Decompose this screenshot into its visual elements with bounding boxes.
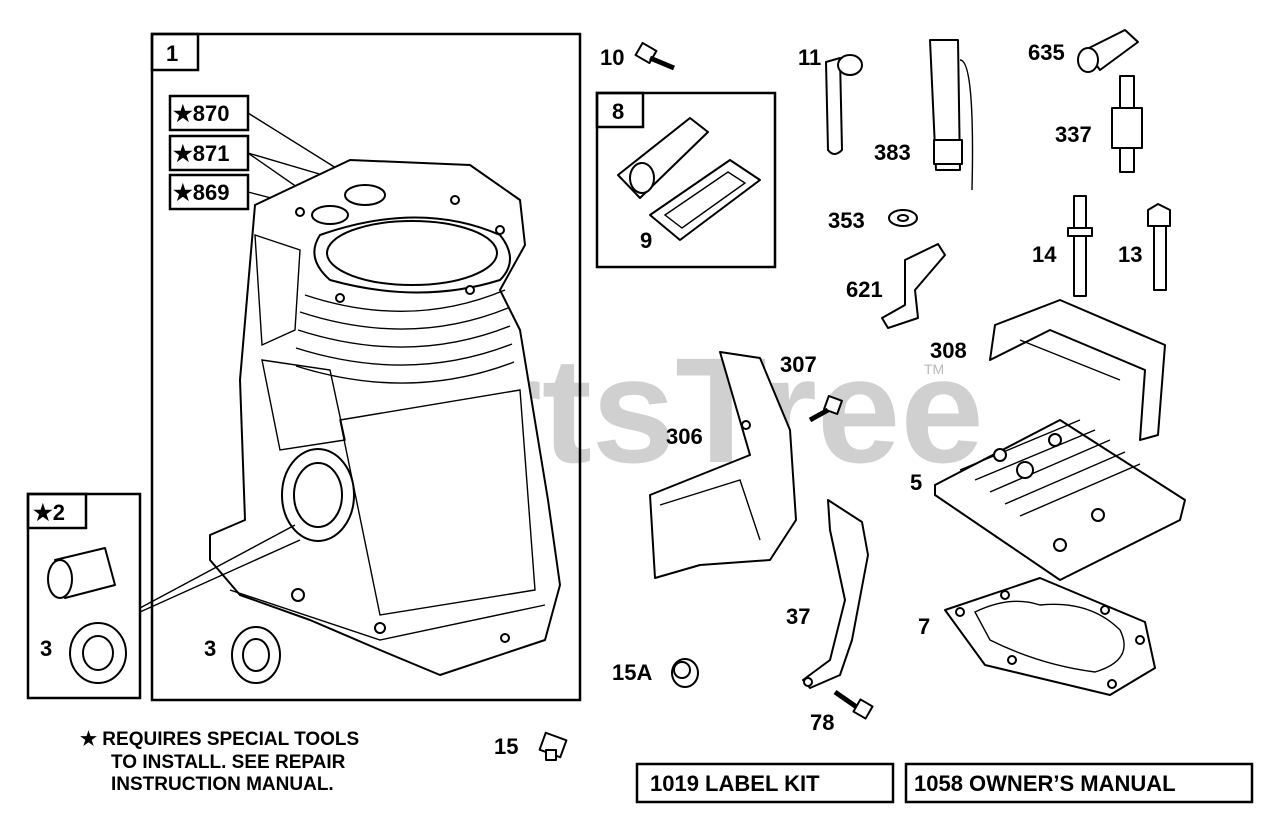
callout-869[interactable]: ★869 [173,180,229,205]
callout-3-kit[interactable]: 3 [40,636,52,661]
callout-635[interactable]: 635 [1028,40,1065,65]
callout-306[interactable]: 306 [666,424,703,449]
bracket-621[interactable] [881,243,946,329]
plug-15[interactable] [538,731,568,761]
screw-10[interactable] [634,41,675,71]
leader-kit-2 [139,539,301,613]
spark-plug-boot-635[interactable] [1077,29,1139,73]
note-line-2: TO INSTALL. SEE REPAIR [111,752,346,773]
breather-part[interactable] [617,117,709,199]
label-kit-text[interactable]: 1019 LABEL KIT [650,771,820,796]
stud-14[interactable] [1067,195,1093,297]
callout-13[interactable]: 13 [1118,242,1142,267]
spark-plug-337[interactable] [1111,75,1143,173]
shield-308[interactable] [989,299,1166,441]
callout-78[interactable]: 78 [810,710,834,735]
callout-307[interactable]: 307 [780,352,817,377]
note-line-3: INSTRUCTION MANUAL. [111,774,334,795]
bearing-3-kit[interactable] [69,622,127,684]
callout-870[interactable]: ★870 [173,101,229,126]
leader-kit-1 [139,524,296,609]
callout-5[interactable]: 5 [910,470,922,495]
note-line-1: ★ REQUIRES SPECIAL TOOLS [80,729,359,750]
callout-353[interactable]: 353 [828,208,865,233]
callout-337[interactable]: 337 [1055,122,1092,147]
head-gasket-7[interactable] [944,577,1156,696]
callout-8[interactable]: 8 [612,99,624,124]
block-frame [150,32,582,702]
washer-353[interactable] [888,209,918,227]
baffle-37[interactable] [802,499,869,689]
screw-307[interactable] [808,395,843,423]
owners-manual-text[interactable]: 1058 OWNER’S MANUAL [914,771,1176,796]
callout-10[interactable]: 10 [600,45,624,70]
block-callout-box [150,32,200,72]
callout-7[interactable]: 7 [918,614,930,639]
callout-308[interactable]: 308 [930,338,967,363]
plug-15a[interactable] [671,658,699,688]
cylinder-head-5[interactable] [934,419,1186,581]
bushing-part[interactable] [47,547,116,599]
bearing-kit-group: ★2 3 [26,492,301,700]
tool-383[interactable] [929,39,974,191]
breather-gasket-part[interactable] [649,159,761,241]
callout-621[interactable]: 621 [846,277,883,302]
callout-15a[interactable]: 15A [612,660,652,685]
callout-9[interactable]: 9 [640,228,652,253]
callout-37[interactable]: 37 [786,604,810,629]
callout-1[interactable]: 1 [166,41,178,66]
bearing-3-block[interactable] [231,626,281,684]
callout-11[interactable]: 11 [798,45,821,70]
callout-3-block[interactable]: 3 [204,636,216,661]
callout-383[interactable]: 383 [874,140,911,165]
callout-2[interactable]: ★2 [33,500,65,525]
breather-frame [595,91,777,269]
label-kit-box [635,762,895,804]
cylinder-block-drawing[interactable] [209,159,561,676]
screw-78[interactable] [833,689,874,720]
callout-871[interactable]: ★871 [173,141,229,166]
owners-manual-box [904,762,1254,804]
tube-11[interactable] [825,54,863,155]
callout-14[interactable]: 14 [1032,242,1057,267]
breather-group: 8 9 [595,91,777,269]
bolt-13[interactable] [1147,203,1171,291]
breather-callout-box [595,91,645,129]
bearing-kit-callout-box [26,492,88,530]
cylinder-block-group: 1 ★870 ★871 ★869 [150,32,582,702]
callout-15[interactable]: 15 [494,734,518,759]
shield-306[interactable] [649,351,797,579]
watermark-trademark: TM [924,361,944,377]
